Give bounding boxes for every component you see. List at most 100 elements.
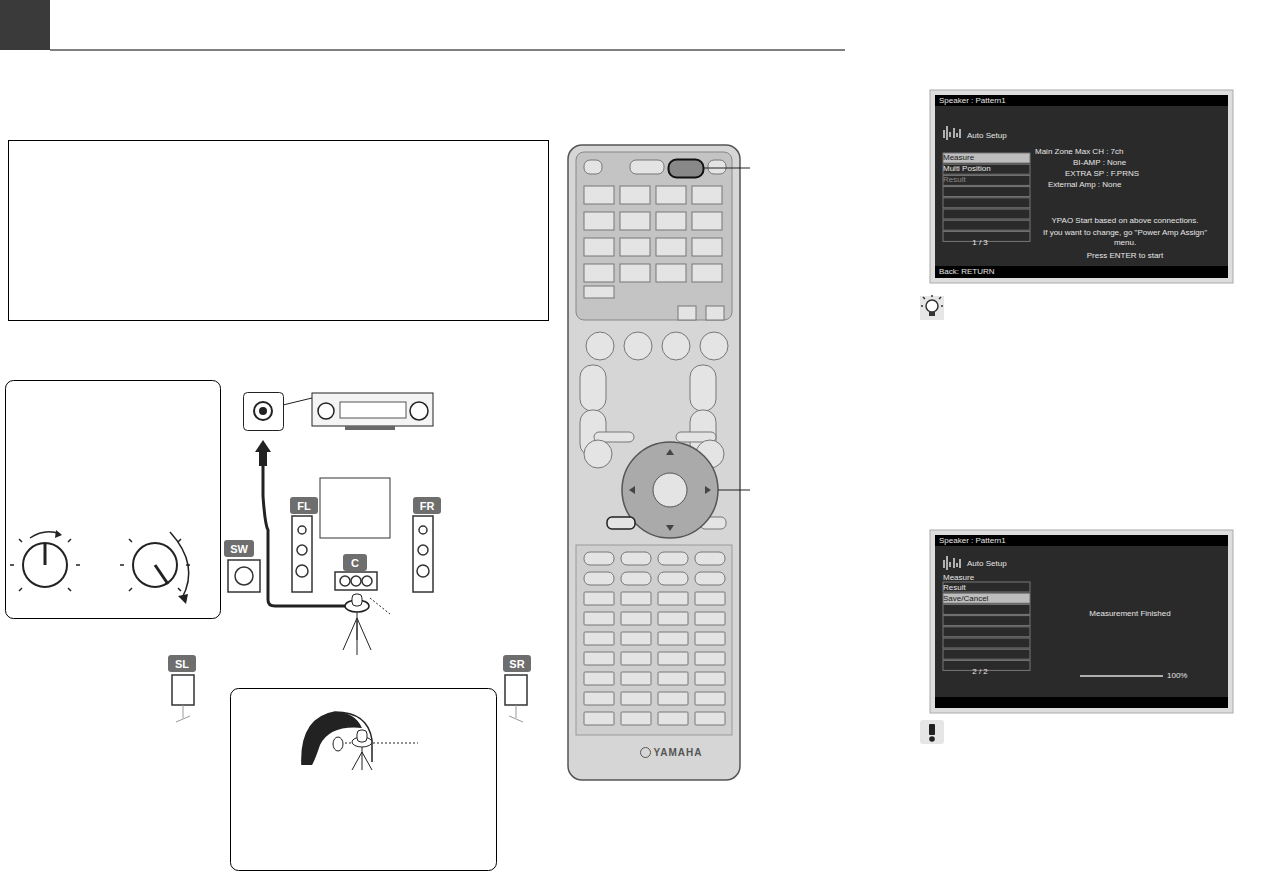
screen-text: If you want to change, go "Power Amp Ass… <box>1035 228 1215 248</box>
remote-button <box>620 186 650 204</box>
remote-button <box>695 692 725 705</box>
screen-text: EXTRA SP : F.PRNS <box>1065 169 1225 179</box>
remote-button <box>584 712 614 725</box>
remote-button <box>584 612 614 625</box>
remote-button <box>695 592 725 605</box>
menu-row <box>943 187 1030 197</box>
brand-logo: YAMAHA <box>654 747 703 758</box>
remote-button <box>584 652 614 665</box>
speaker-tag: SR <box>503 655 531 672</box>
remote-button <box>584 632 614 645</box>
screen-text: Measure <box>943 153 1027 163</box>
remote-button <box>658 692 688 705</box>
menu-row <box>943 616 1030 626</box>
menu-row <box>943 209 1030 219</box>
remote-button <box>584 440 612 468</box>
speaker-tag: SW <box>224 540 254 557</box>
remote-button <box>584 692 614 705</box>
subwoofer-knobs <box>23 543 177 587</box>
screen-text: Auto Setup <box>967 131 1047 141</box>
screen-text: Measure <box>943 573 1027 583</box>
remote-button <box>708 160 726 174</box>
remote-button <box>658 672 688 685</box>
menu-row <box>943 627 1030 637</box>
remote-button <box>695 672 725 685</box>
remote-button <box>584 264 614 282</box>
screen-text: External Amp : None <box>1048 180 1223 190</box>
remote-button <box>656 238 686 256</box>
screen-text: Result <box>943 175 1027 185</box>
listener-face <box>302 712 418 770</box>
knob-ticks <box>10 539 190 591</box>
remote-button <box>706 306 724 320</box>
remote-button <box>621 712 651 725</box>
speaker-tag: FL <box>290 497 318 514</box>
remote-button <box>656 212 686 230</box>
jack-callout <box>244 393 284 431</box>
remote-button <box>584 572 614 585</box>
menu-row <box>943 649 1030 659</box>
speakers <box>172 516 527 705</box>
screen-text: 2 / 2 <box>943 667 1017 677</box>
osd-screen <box>930 90 1233 283</box>
remote-button <box>621 572 651 585</box>
remote-button <box>620 212 650 230</box>
remote-button <box>580 365 606 411</box>
tv <box>320 478 390 538</box>
remote-button <box>695 572 725 585</box>
remote-control <box>568 145 750 780</box>
remote-button <box>620 238 650 256</box>
remote-button <box>584 286 614 298</box>
header-rule <box>50 50 845 51</box>
menu-row <box>943 638 1030 648</box>
remote-button <box>700 332 728 360</box>
screen-text: Speaker : Pattern1 <box>939 536 1089 546</box>
osd-screen <box>930 530 1233 713</box>
menu-row <box>943 175 1030 185</box>
menu-row <box>943 604 1030 614</box>
screen-text: BI-AMP : None <box>1073 158 1223 168</box>
remote-button <box>584 238 614 256</box>
remote-button <box>586 332 614 360</box>
remote-button <box>621 692 651 705</box>
remote-button <box>584 672 614 685</box>
menu-row <box>943 153 1030 163</box>
remote-button <box>656 264 686 282</box>
remote-button <box>692 264 722 282</box>
screen-text: Auto Setup <box>967 559 1047 569</box>
remote-button <box>695 652 725 665</box>
remote-button <box>695 552 725 565</box>
note-frame <box>9 141 549 321</box>
menu-row <box>943 593 1030 603</box>
speaker-label: SW <box>230 543 248 555</box>
remote-button <box>658 652 688 665</box>
speaker-label: C <box>351 557 359 569</box>
remote-button <box>658 552 688 565</box>
remote-button <box>658 712 688 725</box>
remote-button <box>630 160 664 174</box>
tip-icon <box>920 295 944 320</box>
speaker-tag: C <box>343 554 367 571</box>
speaker-label: FL <box>297 500 310 512</box>
osd-screen-text: Speaker : Pattern1Auto SetupMeasureMulti… <box>935 95 1228 278</box>
remote-button <box>692 186 722 204</box>
remote-button <box>658 632 688 645</box>
speaker-label: FR <box>420 500 435 512</box>
remote-button <box>695 632 725 645</box>
screen-text: Multi Position <box>943 164 1027 174</box>
remote-button <box>584 592 614 605</box>
remote-button <box>621 632 651 645</box>
speaker-label: SL <box>175 658 189 670</box>
remote-button <box>692 212 722 230</box>
screen-text: 100% <box>1167 671 1207 681</box>
remote-button <box>662 332 690 360</box>
remote-button <box>621 552 651 565</box>
section-block <box>0 0 50 50</box>
remote-button <box>621 672 651 685</box>
speaker-tag: SL <box>168 655 196 672</box>
remote-button <box>692 238 722 256</box>
menu-row <box>943 164 1030 174</box>
warning-icon <box>920 720 944 744</box>
screen-text: Save/Cancel <box>943 594 1027 604</box>
